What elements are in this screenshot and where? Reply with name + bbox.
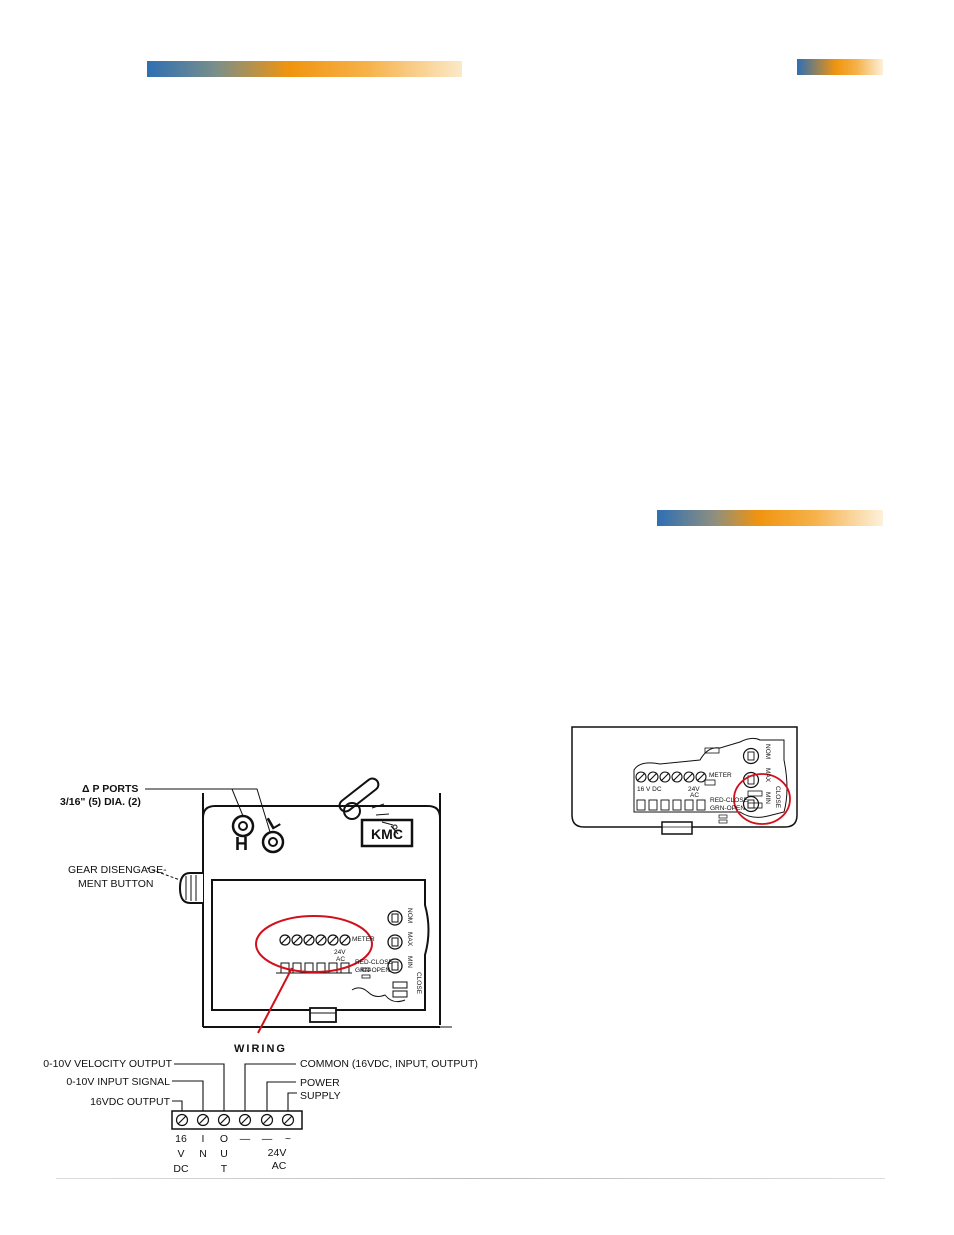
- terminal-5-line-1: —: [262, 1133, 273, 1145]
- pot-min-icon: [387, 958, 403, 974]
- main-close-label: CLOSE: [415, 972, 422, 995]
- small-red-close-label: RED-CLOSE: [710, 797, 749, 804]
- port-h-icon: [231, 814, 255, 838]
- terminal-3-line-2: U: [220, 1148, 228, 1160]
- terminal-3-line-1: O: [220, 1133, 228, 1145]
- pot-max-icon: [387, 934, 403, 950]
- terminal-1-line-3: DC: [173, 1163, 189, 1175]
- header-accent-bar-right: [797, 59, 883, 75]
- section-accent-bar: [657, 510, 883, 526]
- actuator-small-figure: [571, 726, 798, 835]
- main-ac-label: AC: [336, 956, 345, 963]
- main-pot-max-label: MAX: [406, 932, 413, 947]
- main-24v-label: 24V: [334, 949, 346, 956]
- footer-rule: [56, 1178, 885, 1179]
- port-l-icon: [261, 830, 285, 854]
- small-pot-min-label: MIN: [764, 792, 771, 804]
- position-indicator: [338, 777, 399, 835]
- small-meter-label: METER: [709, 772, 732, 779]
- dp-ports-size: 3/16" (5) DIA. (2): [60, 796, 141, 808]
- red-close-label: RED-CLOSE: [355, 959, 394, 966]
- terminal-3-line-3: T: [221, 1163, 228, 1175]
- terminal-1-line-1: 16: [175, 1133, 187, 1145]
- main-pot-min-label: MIN: [406, 956, 413, 968]
- gear-disengage-button-icon: [178, 872, 203, 904]
- terminal-4-line-1: —: [240, 1133, 251, 1145]
- port-h-label: H: [235, 834, 248, 854]
- meter-label: METER: [352, 936, 375, 943]
- terminal-1-line-2: V: [177, 1148, 184, 1160]
- power-supply-label-1: POWER: [300, 1077, 340, 1089]
- brand-logo: KMC: [371, 826, 403, 842]
- small-dc-label: 16 V DC: [637, 786, 662, 793]
- power-supply-label-2: SUPPLY: [300, 1090, 341, 1102]
- ac-label-ac: AC: [272, 1160, 287, 1172]
- main-pot-nom-label: NOM: [406, 908, 413, 923]
- ac-label-24v: 24V: [268, 1147, 287, 1159]
- wiring-terminal-labels: 16 V DC I N O U T — — ~ 24V AC: [173, 1133, 291, 1175]
- terminal-2-line-1: I: [202, 1133, 205, 1145]
- gear-label-line-2: MENT BUTTON: [78, 878, 153, 890]
- small-ac-label: AC: [690, 792, 699, 799]
- port-l-label: L: [264, 811, 284, 834]
- gear-label-line-1: GEAR DISENGAGE-: [68, 864, 167, 876]
- wiring-diagram: [171, 1063, 303, 1130]
- header-accent-bar-left: [147, 61, 462, 77]
- small-close-label: CLOSE: [774, 786, 781, 809]
- small-pot-nom-label: NOM: [764, 744, 771, 759]
- wiring-callout-ellipse: [255, 915, 373, 973]
- grn-open-label: GRN-OPEN: [355, 967, 390, 974]
- velocity-output-label: 0-10V VELOCITY OUTPUT: [43, 1058, 172, 1070]
- terminal-6-line-1: ~: [285, 1133, 291, 1145]
- wiring-callout-pointer: [257, 967, 293, 1034]
- wiring-title: WIRING: [234, 1043, 287, 1055]
- common-label: COMMON (16VDC, INPUT, OUTPUT): [300, 1058, 478, 1070]
- vdc-output-label: 16VDC OUTPUT: [90, 1096, 171, 1108]
- terminal-2-line-2: N: [199, 1148, 207, 1160]
- small-grn-open-label: GRN-OPEN: [710, 805, 745, 812]
- small-24v-label: 24V: [688, 786, 700, 793]
- pot-nom-icon: [387, 910, 403, 926]
- dp-ports-label: Δ P PORTS: [82, 783, 138, 795]
- input-signal-label: 0-10V INPUT SIGNAL: [66, 1076, 170, 1088]
- actuator-figure: [145, 777, 452, 1028]
- close-jumper-callout-ellipse: [733, 773, 791, 825]
- small-pot-max-label: MAX: [764, 768, 771, 783]
